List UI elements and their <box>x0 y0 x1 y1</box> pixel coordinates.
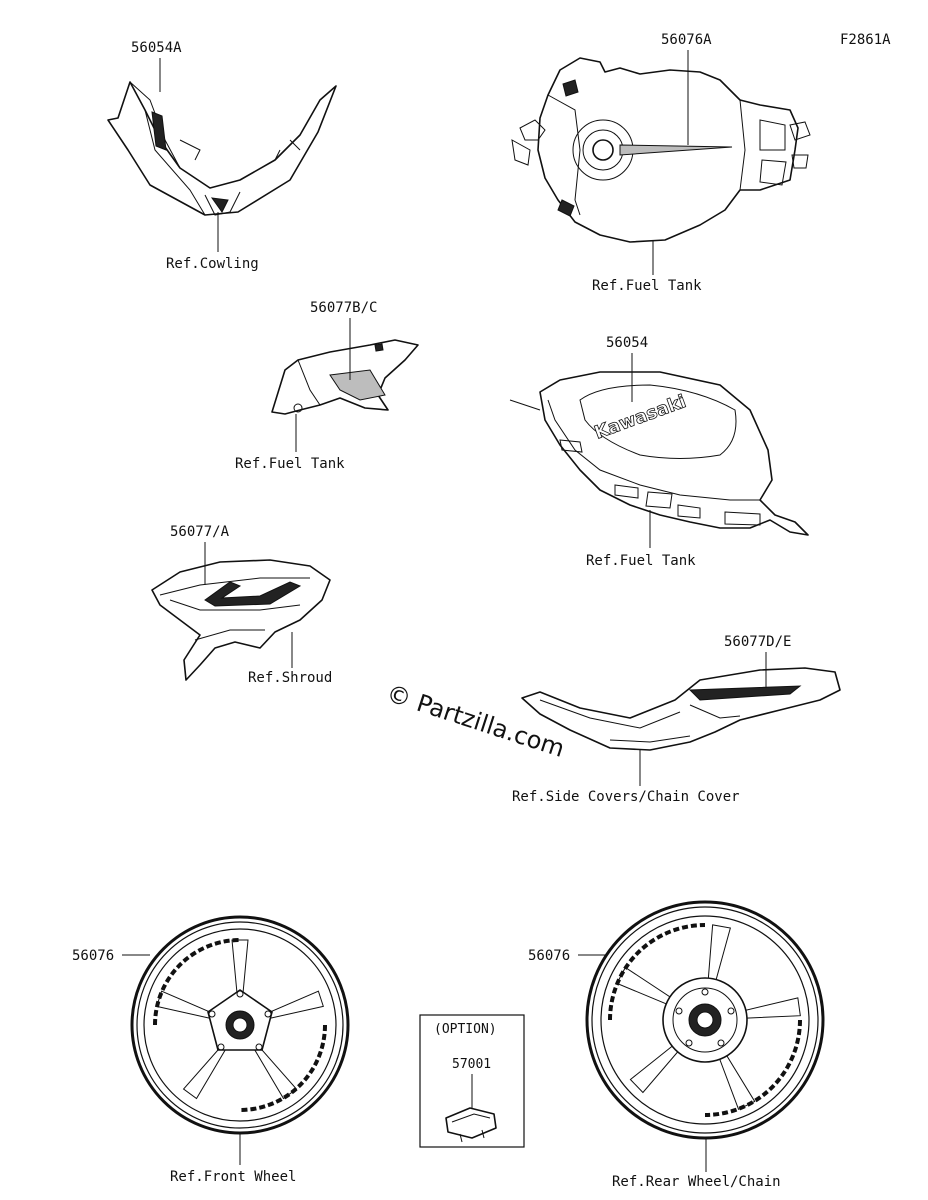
option-label: (OPTION) <box>434 1022 497 1037</box>
tank-side-panel-part[interactable] <box>271 339 419 415</box>
callout-56076-front: 56076 <box>72 948 114 964</box>
figure-id: F2861A <box>840 32 891 48</box>
ref-side-covers-label: Ref.Side Covers/Chain Cover <box>512 789 740 805</box>
ref-rear-wheel-label: Ref.Rear Wheel/Chain <box>612 1174 781 1190</box>
callout-56077A: 56077/A <box>170 524 230 540</box>
fuel-tank-top-part[interactable] <box>511 57 811 243</box>
side-covers-part[interactable] <box>521 667 841 751</box>
callout-56054: 56054 <box>606 335 648 351</box>
ref-front-wheel-label: Ref.Front Wheel <box>170 1169 296 1185</box>
ref-fuel-tank-top-label: Ref.Fuel Tank <box>592 278 702 294</box>
callout-56077BC: 56077B/C <box>310 300 377 316</box>
option-box: (OPTION) 57001 <box>419 1014 525 1148</box>
callout-56077DE: 56077D/E <box>724 634 791 650</box>
rear-wheel-part[interactable] <box>585 900 825 1140</box>
ref-fuel-tank-main-label: Ref.Fuel Tank <box>586 553 696 569</box>
fuel-tank-main-part[interactable]: Kawasaki <box>509 371 809 536</box>
cowling-part[interactable] <box>107 81 337 216</box>
front-wheel-part[interactable] <box>130 915 350 1135</box>
callout-57001: 57001 <box>452 1057 491 1072</box>
callout-56054A: 56054A <box>131 40 182 56</box>
callout-56076-rear: 56076 <box>528 948 570 964</box>
shroud-part[interactable] <box>151 559 331 681</box>
ref-fuel-tank-side-label: Ref.Fuel Tank <box>235 456 345 472</box>
callout-56076A: 56076A <box>661 32 712 48</box>
ref-shroud-label: Ref.Shroud <box>248 670 332 686</box>
ref-cowling-label: Ref.Cowling <box>166 256 259 272</box>
stand-hook-part[interactable] <box>445 1107 497 1143</box>
